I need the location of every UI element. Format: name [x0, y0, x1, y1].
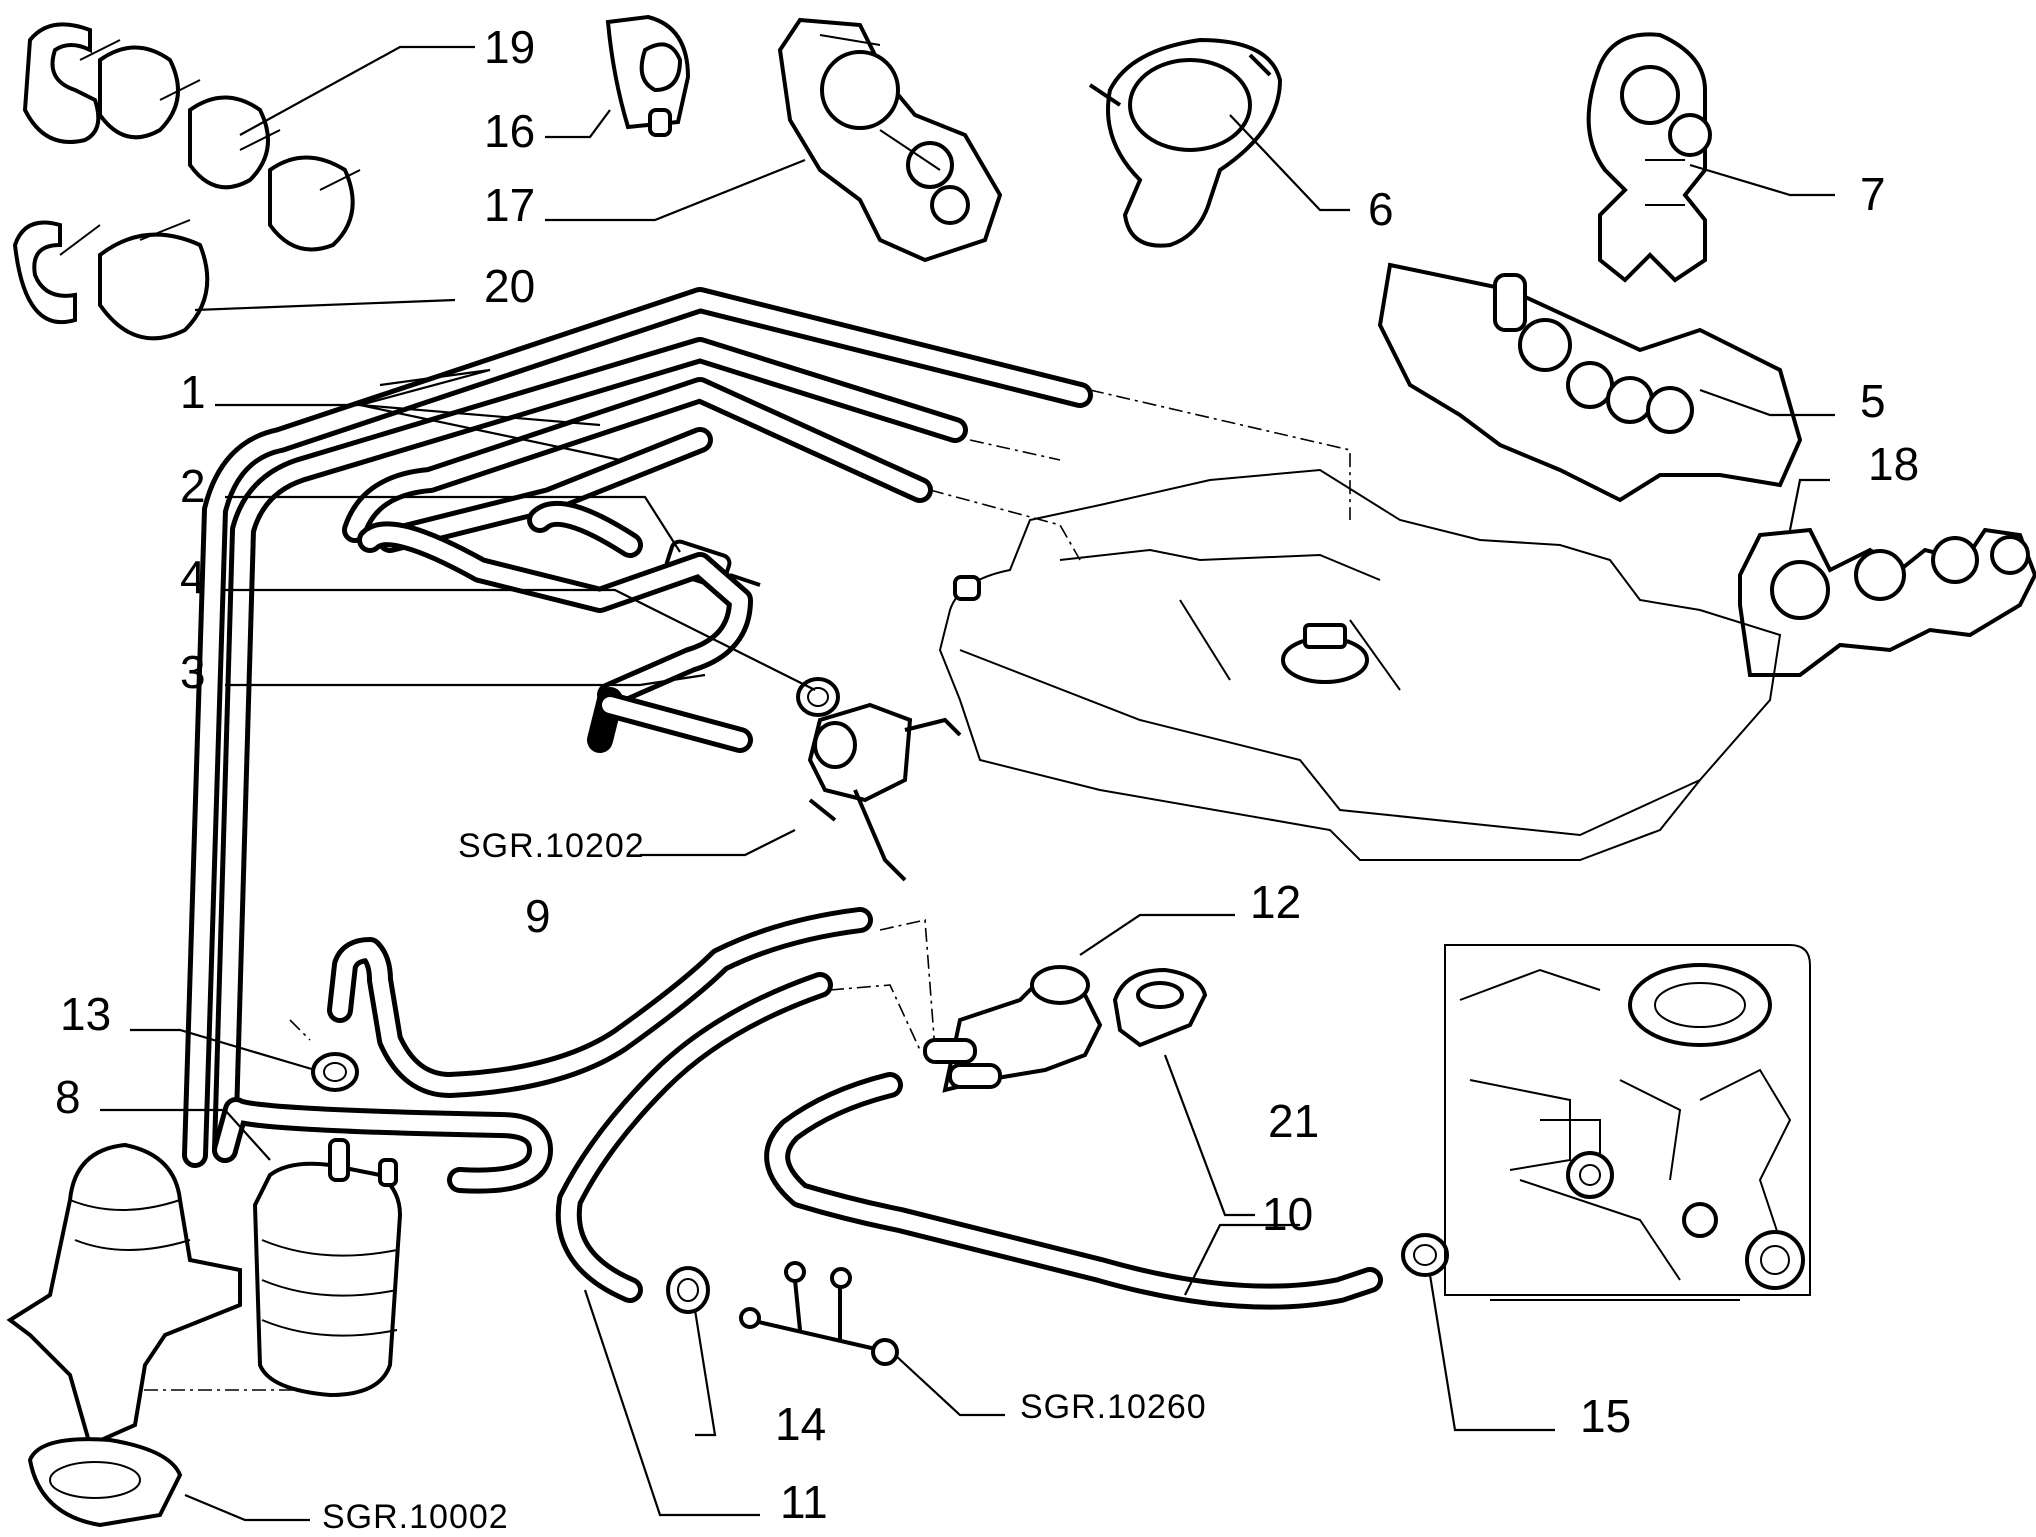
reference-sgr10260: SGR.10260 [1020, 1388, 1207, 1426]
callout-labels: 19 16 17 20 6 7 5 18 1 2 4 3 9 12 13 8 2… [55, 21, 1919, 1528]
valve-12 [923, 965, 1103, 1093]
callout-8: 8 [55, 1071, 81, 1123]
fitting-21 [1112, 967, 1208, 1048]
clip-7 [1586, 32, 1712, 283]
hose-return [212, 1097, 553, 1194]
callout-5: 5 [1860, 375, 1886, 427]
clip-strip-19 [22, 22, 361, 252]
valve-sgr10202 [807, 702, 962, 882]
callout-16: 16 [484, 105, 535, 157]
carburetor-inset [1444, 944, 1811, 1301]
callout-3: 3 [180, 646, 206, 698]
clamp-14 [666, 1266, 710, 1314]
callout-18: 18 [1868, 438, 1919, 490]
clip-strip-18 [1738, 527, 2036, 677]
callout-12: 12 [1250, 876, 1301, 928]
callout-7: 7 [1860, 168, 1886, 220]
callout-17: 17 [484, 179, 535, 231]
clip-6 [1088, 37, 1283, 248]
canister-8 [252, 1138, 403, 1398]
hose-bundle-1 [182, 287, 1093, 1168]
callout-14: 14 [775, 1398, 826, 1450]
clamp-13 [311, 1052, 359, 1092]
hose-10 [764, 1072, 1383, 1310]
hose-9 [327, 907, 873, 1098]
fuel-tank [929, 389, 1782, 861]
callout-9: 9 [525, 890, 551, 942]
clip-pair-20 [12, 219, 210, 341]
reference-sgr10002: SGR.10002 [322, 1498, 509, 1536]
callout-19: 19 [484, 21, 535, 73]
bracket-sgr10002 [6, 1142, 242, 1528]
callout-20: 20 [484, 260, 535, 312]
hose-11 [555, 972, 833, 1303]
reference-sgr10202: SGR.10202 [458, 827, 645, 865]
tee-sgr10260 [739, 1261, 899, 1366]
clamp-4 [796, 677, 840, 717]
clip-strip-5 [1377, 262, 1803, 503]
clip-holder-17 [777, 17, 1003, 263]
callout-2: 2 [180, 460, 206, 512]
callout-10: 10 [1262, 1188, 1313, 1240]
clip-16 [605, 14, 691, 137]
callout-1: 1 [180, 366, 206, 418]
callout-11: 11 [780, 1476, 828, 1528]
reference-labels: SGR.10202 SGR.10260 SGR.10002 [322, 827, 1207, 1536]
callout-15: 15 [1580, 1390, 1631, 1442]
hose-3 [357, 521, 753, 753]
callout-13: 13 [60, 988, 111, 1040]
callout-21: 21 [1268, 1095, 1319, 1147]
callout-4: 4 [180, 551, 206, 603]
clamp-15 [1401, 1233, 1449, 1277]
leader-lines [100, 45, 1835, 1522]
callout-6: 6 [1368, 183, 1394, 235]
